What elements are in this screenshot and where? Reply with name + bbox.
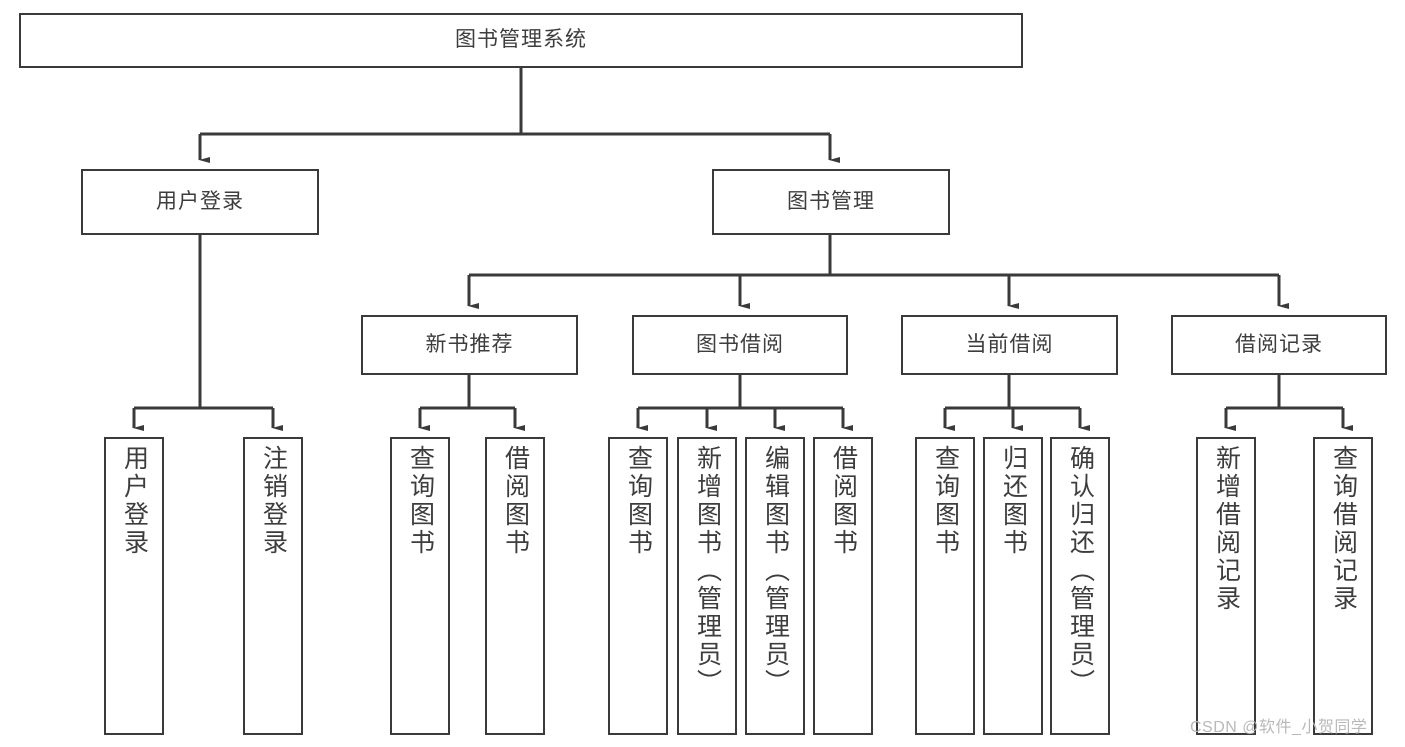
leaf-query-book-current-label: 查询图书 bbox=[931, 445, 960, 557]
leaf-borrow-book-label: 借阅图书 bbox=[829, 445, 858, 557]
leaf-query-book-borrow[interactable]: 查询图书 bbox=[608, 437, 668, 735]
leaf-add-borrow-record-label: 新增借阅记录 bbox=[1212, 445, 1241, 613]
leaf-query-book-recommend-label: 查询图书 bbox=[406, 445, 435, 557]
node-user-login-label: 用户登录 bbox=[156, 189, 244, 213]
node-book-borrow[interactable]: 图书借阅 bbox=[632, 315, 848, 375]
leaf-query-borrow-record-label: 查询借阅记录 bbox=[1329, 445, 1358, 613]
node-current-borrow[interactable]: 当前借阅 bbox=[901, 315, 1118, 375]
node-user-login[interactable]: 用户登录 bbox=[81, 169, 319, 235]
leaf-query-book-current[interactable]: 查询图书 bbox=[915, 437, 975, 735]
node-book-management[interactable]: 图书管理 bbox=[712, 169, 950, 235]
node-book-management-label: 图书管理 bbox=[787, 189, 875, 213]
leaf-return-book[interactable]: 归还图书 bbox=[983, 437, 1043, 735]
leaf-query-book-borrow-label: 查询图书 bbox=[624, 445, 653, 557]
node-new-book-recommend[interactable]: 新书推荐 bbox=[361, 315, 578, 375]
leaf-borrow-book-recommend[interactable]: 借阅图书 bbox=[485, 437, 545, 735]
leaf-add-borrow-record[interactable]: 新增借阅记录 bbox=[1196, 437, 1256, 735]
node-borrow-record-label: 借阅记录 bbox=[1235, 332, 1323, 356]
leaf-edit-book-admin[interactable]: 编辑图书（管理员） bbox=[745, 437, 805, 735]
node-current-borrow-label: 当前借阅 bbox=[965, 332, 1054, 356]
node-new-book-recommend-label: 新书推荐 bbox=[425, 332, 514, 356]
node-book-borrow-label: 图书借阅 bbox=[696, 332, 784, 356]
leaf-user-login[interactable]: 用户登录 bbox=[104, 437, 164, 735]
leaf-return-book-label: 归还图书 bbox=[999, 445, 1028, 557]
leaf-confirm-return-admin-label: 确认归还（管理员） bbox=[1066, 445, 1095, 697]
leaf-logout[interactable]: 注销登录 bbox=[243, 437, 303, 735]
node-root-label: 图书管理系统 bbox=[455, 28, 587, 52]
leaf-confirm-return-admin[interactable]: 确认归还（管理员） bbox=[1050, 437, 1110, 735]
leaf-query-book-recommend[interactable]: 查询图书 bbox=[390, 437, 450, 735]
watermark: CSDN @软件_小贺同学 bbox=[1190, 719, 1368, 736]
leaf-edit-book-admin-label: 编辑图书（管理员） bbox=[761, 445, 790, 697]
leaf-add-book-admin[interactable]: 新增图书（管理员） bbox=[677, 437, 737, 735]
leaf-borrow-book[interactable]: 借阅图书 bbox=[813, 437, 873, 735]
leaf-add-book-admin-label: 新增图书（管理员） bbox=[693, 445, 722, 697]
node-borrow-record[interactable]: 借阅记录 bbox=[1171, 315, 1387, 375]
node-root[interactable]: 图书管理系统 bbox=[19, 13, 1023, 68]
leaf-borrow-book-recommend-label: 借阅图书 bbox=[501, 445, 530, 557]
leaf-logout-label: 注销登录 bbox=[259, 445, 288, 557]
leaf-query-borrow-record[interactable]: 查询借阅记录 bbox=[1313, 437, 1373, 735]
leaf-user-login-label: 用户登录 bbox=[120, 445, 149, 557]
